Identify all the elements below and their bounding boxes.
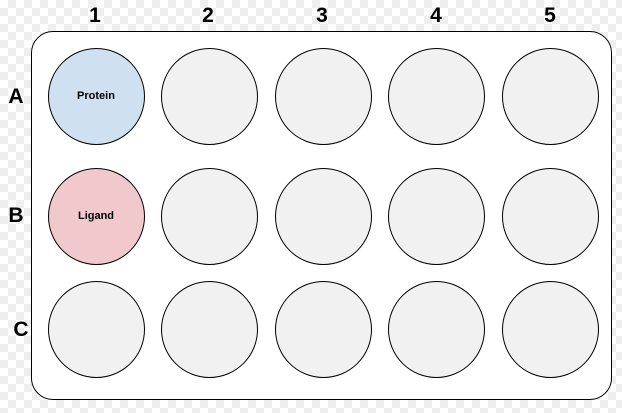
well-a1-label: Protein	[77, 90, 115, 102]
row-label-b: B	[8, 204, 24, 227]
column-label-4: 4	[430, 4, 442, 27]
well-a1[interactable]: Protein	[47, 47, 145, 145]
well-a3[interactable]	[274, 47, 372, 145]
well-a5[interactable]	[501, 47, 599, 145]
well-c3[interactable]	[274, 280, 372, 378]
well-b3[interactable]	[274, 167, 372, 265]
well-b1[interactable]: Ligand	[47, 167, 145, 265]
well-a4[interactable]	[387, 47, 485, 145]
row-label-c: C	[13, 318, 29, 341]
well-c4[interactable]	[387, 280, 485, 378]
column-label-2: 2	[202, 4, 214, 27]
well-b5[interactable]	[501, 167, 599, 265]
well-b1-label: Ligand	[77, 210, 115, 222]
well-c1[interactable]	[47, 280, 145, 378]
well-c2[interactable]	[160, 280, 258, 378]
well-a2[interactable]	[160, 47, 258, 145]
column-label-5: 5	[544, 4, 556, 27]
well-b4[interactable]	[387, 167, 485, 265]
column-label-1: 1	[89, 4, 101, 27]
well-c5[interactable]	[501, 280, 599, 378]
well-b2[interactable]	[160, 167, 258, 265]
row-label-a: A	[8, 85, 24, 108]
column-label-3: 3	[316, 4, 328, 27]
